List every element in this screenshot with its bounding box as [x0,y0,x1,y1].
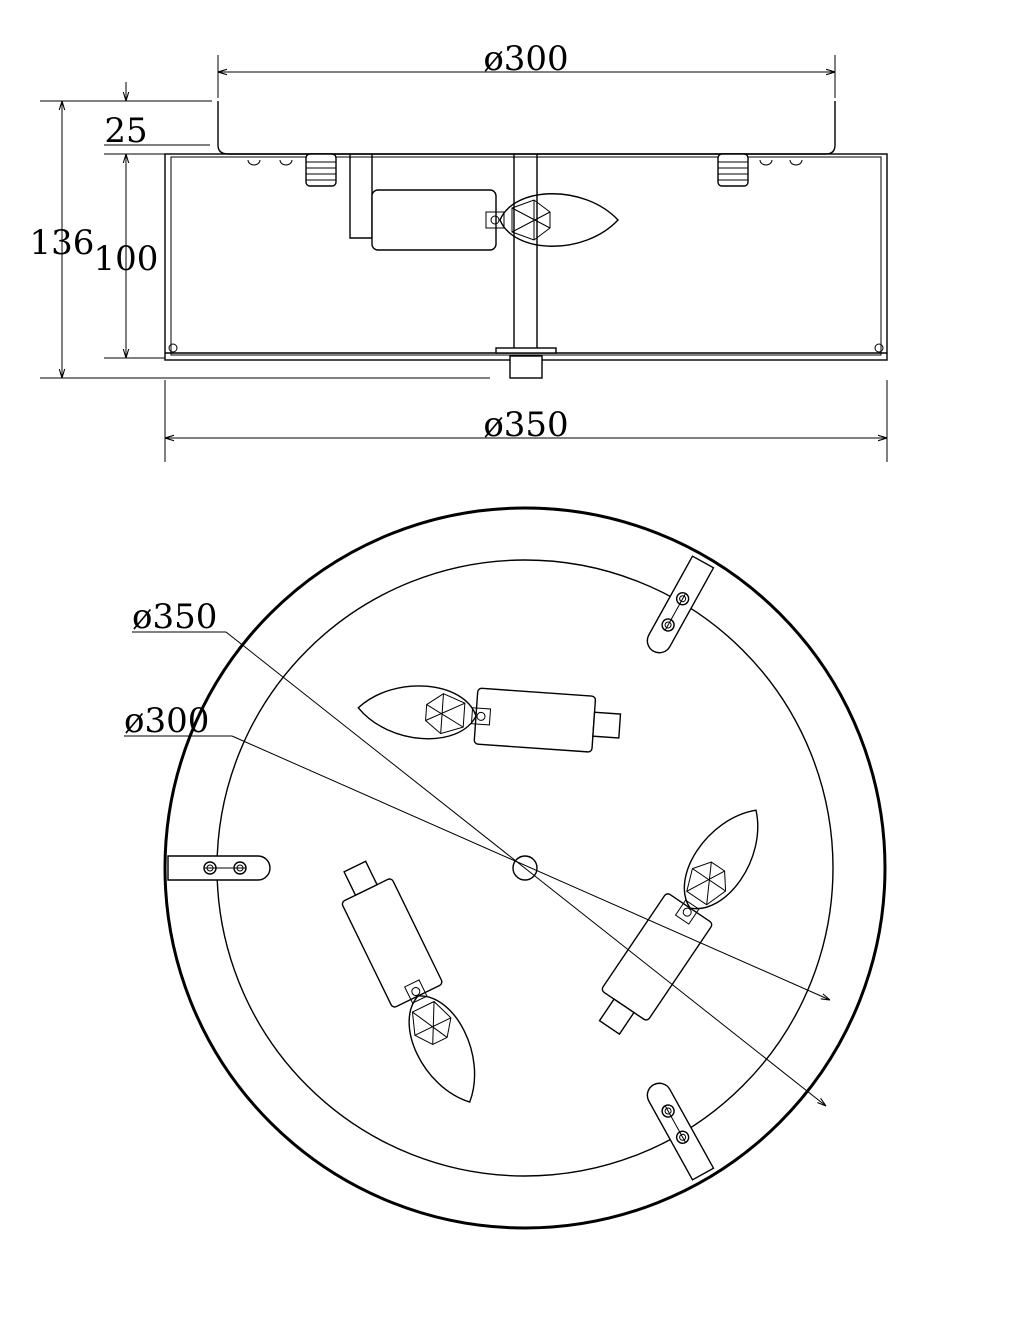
dim-top-diameter: ø300 [483,39,568,79]
screw-right [717,153,749,187]
dim-body-height: 100 [94,239,159,279]
dim-bottom-diameter: ø350 [483,405,568,445]
center-finial [509,355,543,379]
side-view: ø300 ø350 136 100 25 [30,39,888,462]
dim-outer-diameter: ø350 [132,597,217,637]
bracket-top [642,555,715,658]
dim-inner-diameter: ø300 [124,701,209,741]
outer-rim [163,506,887,1230]
dim-total-height: 136 [30,223,95,263]
bracket-left [167,855,271,881]
side-socket [371,189,497,251]
top-view: ø350 ø300 [124,506,887,1230]
center-hub [512,855,538,881]
lamp-top [355,680,623,755]
canopy [217,101,836,155]
lamp-body [164,153,888,361]
lamp-right [585,794,779,1044]
dim-canopy-height: 25 [104,111,147,151]
bracket-bottom [642,1078,715,1181]
screw-left [305,153,337,187]
lamp-left [329,853,495,1115]
